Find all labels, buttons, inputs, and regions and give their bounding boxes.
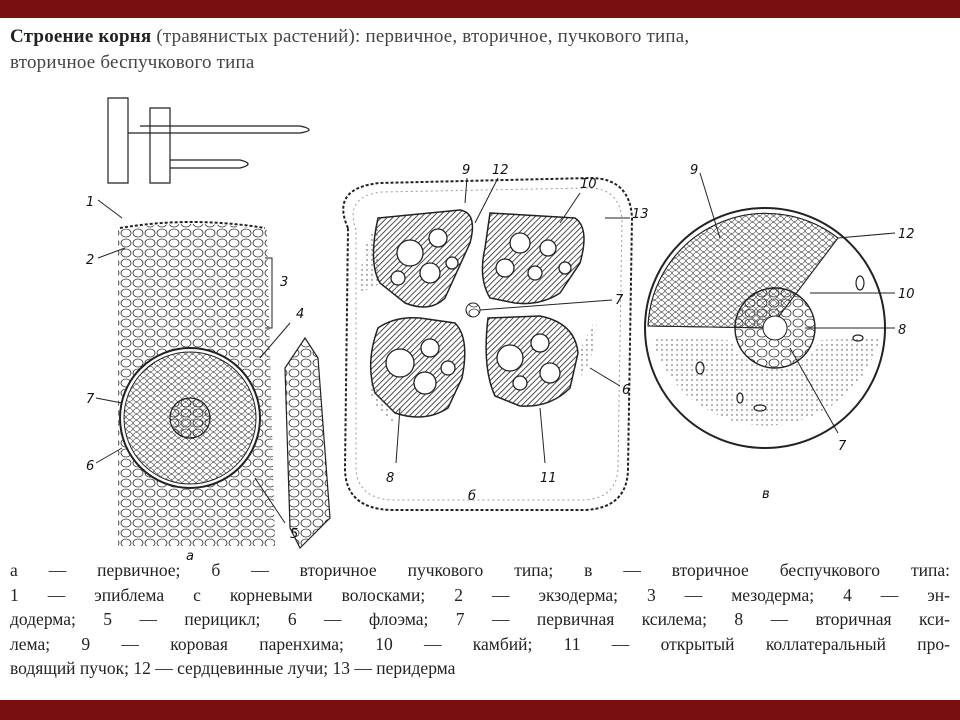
- epiblema: [119, 221, 266, 229]
- lacunae: [695, 275, 865, 412]
- label-a-5: 5: [290, 527, 298, 542]
- title-rest-line2: вторичное беспучкового типа: [10, 52, 255, 73]
- caption-line-1: а — первичное; б — вторичное пучкового т…: [10, 560, 950, 580]
- phloem: [578, 318, 597, 378]
- label-line: [559, 192, 581, 224]
- vascular-bundle: [485, 315, 579, 407]
- label-a-7: 7: [86, 392, 95, 407]
- root-hair: [128, 125, 310, 134]
- endodermis-strip: [284, 336, 331, 550]
- xylem-center: [169, 397, 211, 439]
- figure-caption: а — первичное; б — вторичное пучкового т…: [10, 558, 950, 681]
- xylem-vessels: [385, 228, 572, 395]
- cortex-parenchyma: [352, 187, 623, 501]
- slide-panel: Строение корня (травянистых растений): п…: [0, 18, 960, 700]
- label-line: [699, 172, 721, 239]
- label-line: [95, 447, 123, 464]
- caption-line-5: водящий пучок; 12 — сердцевинные лучи; 1…: [10, 658, 456, 678]
- xylem-center: [762, 315, 788, 341]
- label-line: [259, 322, 291, 359]
- label-b-13: 13: [632, 207, 649, 222]
- caption-line-3: додерма; 5 — перицикл; 6 — флоэма; 7 — п…: [10, 609, 950, 629]
- label-b-7: 7: [615, 293, 624, 308]
- label-b-11: 11: [540, 471, 557, 486]
- center-xylem: [465, 302, 481, 318]
- label-line: [479, 299, 613, 311]
- label-line: [254, 477, 286, 524]
- label-b-10: 10: [580, 177, 597, 192]
- phloem-dots: [652, 338, 880, 426]
- label-b-6: 6: [622, 383, 630, 398]
- panel-a-primary-root: 1 2 3 4 7 6 5 а: [86, 97, 331, 563]
- label-a-2: 2: [86, 253, 94, 268]
- panel-letter-a: а: [186, 549, 194, 563]
- label-a-6: 6: [86, 459, 94, 474]
- title-bold: Строение корня: [10, 26, 152, 47]
- label-line: [464, 177, 468, 204]
- label-line: [789, 347, 839, 434]
- vascular-bundle: [481, 212, 585, 305]
- root-hair: [170, 159, 249, 169]
- label-c-8: 8: [898, 323, 906, 338]
- label-c-10: 10: [898, 287, 915, 302]
- label-line: [474, 177, 499, 224]
- cambium-ring-sector: [647, 212, 839, 329]
- slide-title: Строение корня (травянистых растений): п…: [10, 24, 950, 76]
- panel-letter-c: в: [762, 487, 770, 502]
- label-a-1: 1: [86, 195, 94, 210]
- panel-letter-b: б: [468, 489, 476, 504]
- label-line: [97, 199, 123, 219]
- root-structure-figure: 1 2 3 4 7 6 5 а: [86, 97, 915, 563]
- label-line: [539, 407, 546, 464]
- panel-c-secondary-nonbundle-root: 9 12 10 8 7 в: [644, 163, 915, 502]
- label-b-12: 12: [492, 163, 509, 178]
- root-hair-cell: [107, 97, 129, 184]
- label-a-4: 4: [296, 307, 304, 322]
- phloem: [368, 378, 395, 423]
- phloem: [360, 223, 382, 293]
- label-bracket: [265, 257, 273, 329]
- label-c-9: 9: [690, 163, 698, 178]
- vascular-bundle: [369, 316, 466, 418]
- label-line: [837, 232, 896, 239]
- label-c-12: 12: [898, 227, 915, 242]
- caption-line-4: лема; 9 — коровая паренхима; 10 — камбий…: [10, 633, 950, 654]
- root-hair: [149, 107, 171, 184]
- label-c-7: 7: [838, 439, 847, 454]
- label-line: [95, 397, 123, 404]
- label-line: [395, 407, 401, 464]
- label-line: [589, 367, 621, 387]
- label-line: [97, 247, 126, 259]
- title-rest-line1: (травянистых растений): первичное, втори…: [151, 26, 690, 47]
- label-a-3: 3: [280, 275, 288, 290]
- label-b-8: 8: [386, 471, 394, 486]
- label-b-9: 9: [462, 163, 470, 178]
- caption-line-2: 1 — эпиблема с корневыми волосками; 2 — …: [10, 584, 950, 605]
- panel-b-secondary-bundle-root: 9 12 10 13 7 6 8 11 б: [342, 163, 649, 511]
